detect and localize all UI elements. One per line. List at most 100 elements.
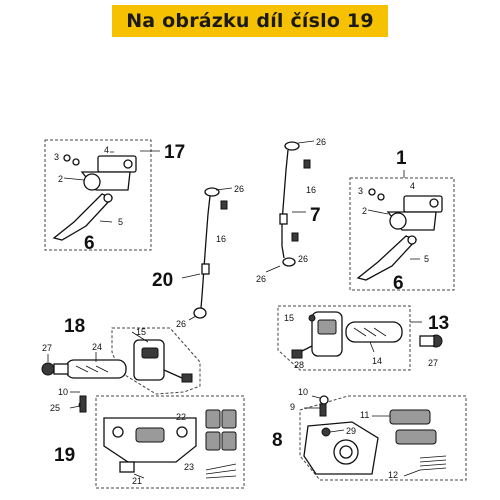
connector: [291, 349, 303, 359]
reservoir-cap: [429, 198, 439, 208]
callout-26: 26: [316, 137, 326, 147]
bolt: [319, 403, 327, 417]
switch-button: [317, 319, 337, 335]
callout-29: 29: [346, 426, 356, 436]
handlebar-grip: [65, 359, 127, 379]
frame-group-13: [277, 305, 411, 371]
callout-24: 24: [92, 342, 102, 352]
callout-26: 26: [234, 184, 244, 194]
title-text: Na obrázku díl číslo 19: [126, 10, 374, 32]
washer: [377, 193, 385, 201]
callout-5: 5: [118, 217, 123, 227]
callout-5: 5: [424, 254, 429, 264]
bleed-valve: [119, 461, 135, 473]
throttle-grip: [345, 321, 403, 343]
hose-clip: [201, 263, 210, 275]
bolt: [220, 200, 228, 210]
bar-end-sleeve: [419, 335, 435, 347]
callout-20: 20: [152, 270, 173, 291]
bar-end-weight: [41, 362, 55, 376]
title-banner: Na obrázku díl číslo 19: [112, 5, 388, 37]
brake-pad: [389, 409, 431, 425]
callout-21: 21: [132, 476, 142, 486]
brake-lever: [52, 193, 114, 241]
brake-pad: [205, 431, 221, 451]
hose: [281, 149, 289, 259]
callout-10: 10: [298, 387, 308, 397]
reservoir-cap: [123, 159, 133, 169]
banjo-fitting: [284, 141, 300, 151]
callout-27: 27: [42, 343, 52, 353]
callout-26: 26: [256, 274, 266, 284]
callout-14: 14: [372, 356, 382, 366]
clamp: [389, 212, 407, 230]
callout-28: 28: [294, 360, 304, 370]
caliper-logo: [135, 427, 165, 443]
frame-group-1: [349, 177, 455, 291]
brake-hose-7: [265, 140, 315, 273]
callout-18: 18: [64, 316, 85, 337]
callout-16: 16: [306, 185, 316, 195]
banjo-fitting: [204, 187, 220, 197]
hose: [200, 195, 211, 309]
frame-group-17: [44, 139, 152, 251]
hose-clip: [279, 213, 288, 225]
callout-23: 23: [184, 462, 194, 472]
pad-pins: [419, 455, 447, 471]
brake-hose-20: [181, 187, 233, 321]
callout-3: 3: [54, 152, 59, 162]
callout-2: 2: [362, 206, 367, 216]
callout-8: 8: [272, 430, 283, 451]
switch-button: [141, 347, 159, 359]
screw: [368, 188, 376, 196]
bolt: [79, 395, 87, 413]
brake-pad: [221, 431, 237, 451]
callout-1: 1: [396, 148, 407, 169]
lever-pivot: [103, 193, 113, 203]
switch-housing: [133, 339, 165, 381]
wiring: [163, 369, 183, 379]
bleed-screw: [321, 427, 331, 437]
callout-6: 6: [84, 233, 95, 254]
banjo-fitting: [193, 307, 207, 319]
brake-pad: [395, 429, 437, 445]
frame-group-8: [299, 395, 467, 481]
group-19-left-caliper: [69, 391, 245, 489]
callout-19: 19: [54, 445, 75, 466]
bolt: [291, 232, 299, 242]
washer: [319, 395, 329, 405]
group-18-left-switch-grip: [41, 327, 201, 395]
callout-6: 6: [393, 273, 404, 294]
group-13-right-switch-throttle: [277, 305, 443, 371]
callout-12: 12: [388, 470, 398, 480]
washer: [72, 158, 80, 166]
group-8-right-caliper: [299, 395, 467, 481]
brake-lever: [356, 235, 418, 281]
banjo-fitting: [282, 257, 296, 267]
screw: [308, 314, 316, 322]
callout-15: 15: [136, 327, 146, 337]
piston: [176, 426, 188, 438]
pad-pins: [205, 463, 237, 479]
callout-3: 3: [358, 186, 363, 196]
callout-2: 2: [58, 174, 63, 184]
piston: [112, 426, 124, 438]
callout-26: 26: [298, 254, 308, 264]
group-1-right-master-cylinder: [349, 170, 455, 291]
callout-22: 22: [176, 412, 186, 422]
callout-26: 26: [176, 319, 186, 329]
callout-13: 13: [428, 313, 449, 334]
callout-7: 7: [310, 205, 321, 226]
bolt: [303, 159, 311, 169]
brake-pad: [221, 409, 237, 429]
group-17-left-master-cylinder: [44, 139, 160, 251]
callout-9: 9: [290, 402, 295, 412]
callout-4: 4: [410, 181, 415, 191]
connector: [181, 373, 193, 383]
lever-pivot: [407, 235, 417, 245]
callout-15: 15: [284, 313, 294, 323]
clamp: [83, 173, 101, 191]
callout-16: 16: [216, 234, 226, 244]
screw: [63, 154, 71, 162]
